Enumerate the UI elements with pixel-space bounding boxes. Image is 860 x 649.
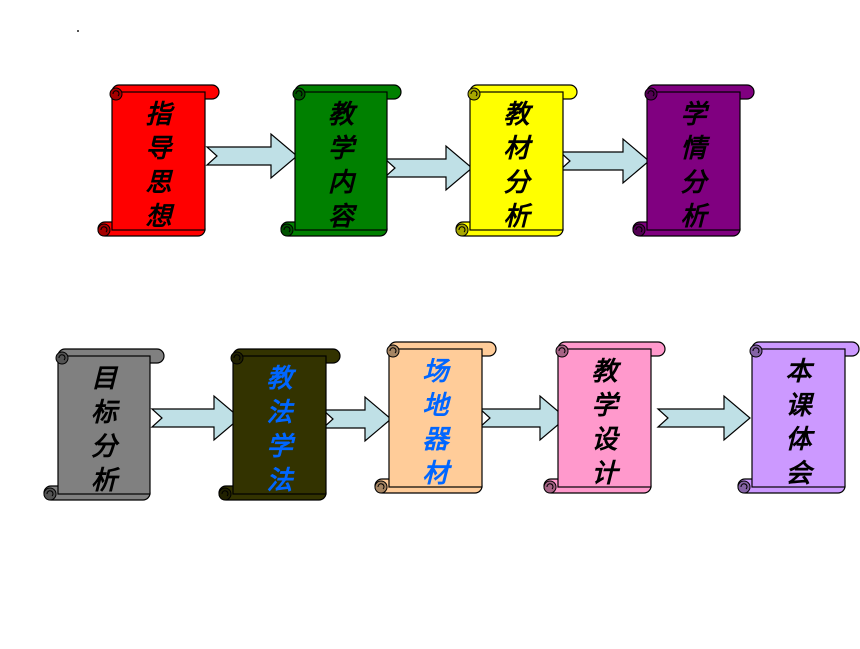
flow-arrow-5	[321, 395, 392, 443]
scroll-label-char: 计	[591, 459, 620, 489]
flow-arrow-1	[205, 132, 298, 180]
scroll-label-char: 教	[503, 100, 533, 130]
scroll-label-char: 析	[503, 202, 533, 232]
decorative-dot	[77, 30, 79, 32]
scroll-label-char: 情	[680, 134, 710, 164]
scroll-label-char: 学	[680, 100, 710, 130]
scroll-label-char: 标	[91, 398, 121, 428]
scroll-label-char: 学	[266, 432, 296, 462]
scroll-label-char: 体	[785, 425, 815, 455]
scroll-label-char: 分	[680, 168, 709, 198]
flow-arrow-4	[150, 394, 241, 442]
scroll-label-char: 教	[266, 364, 296, 394]
scroll-label-char: 法	[266, 398, 295, 428]
scroll-label-char: 分	[503, 168, 532, 198]
scroll-label-char: 地	[422, 391, 451, 421]
flow-arrow-3	[558, 137, 650, 185]
scroll-label-char: 本	[785, 357, 815, 387]
flow-arrow-7	[656, 394, 751, 442]
scroll-label-char: 器	[422, 425, 451, 455]
scroll-label-char: 设	[591, 425, 620, 455]
scroll-label-char: 内	[328, 168, 357, 198]
flow-arrow-6	[478, 394, 567, 442]
scroll-label-char: 场	[422, 357, 451, 387]
scroll-label-char: 容	[328, 202, 358, 232]
scroll-label-char: 导	[145, 134, 173, 164]
scroll-label-char: 思	[145, 168, 173, 198]
scroll-label-char: 材	[422, 459, 452, 489]
scroll-label-char: 析	[680, 202, 710, 232]
scroll-label-char: 指	[145, 100, 175, 130]
flow-arrow-2	[383, 144, 473, 192]
scroll-label-char: 目	[91, 364, 119, 394]
scroll-label-char: 教	[591, 357, 621, 387]
scroll-label-char: 会	[785, 459, 815, 489]
scroll-label-char: 教	[328, 100, 358, 130]
scroll-label-char: 想	[145, 202, 175, 232]
scroll-label-char: 课	[785, 391, 814, 421]
scroll-label-char: 学	[328, 134, 358, 164]
scroll-label-char: 学	[591, 391, 621, 421]
scroll-label-char: 分	[91, 432, 120, 462]
scroll-label-char: 析	[91, 466, 121, 496]
scroll-label-char: 法	[266, 466, 295, 496]
scroll-label-char: 材	[503, 134, 533, 164]
